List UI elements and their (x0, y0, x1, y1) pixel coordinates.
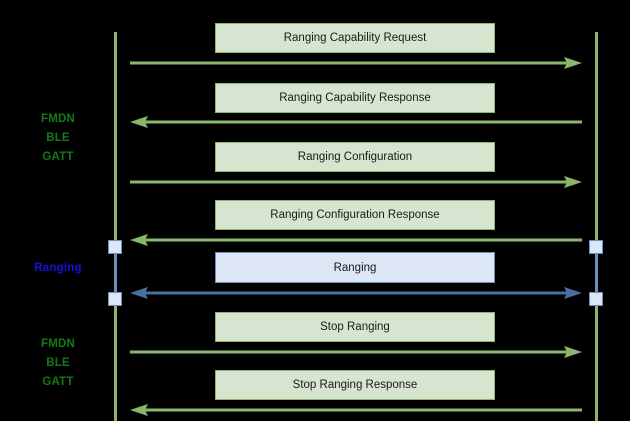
message-box-ranging-capability-response: Ranging Capability Response (215, 83, 495, 113)
left-lifeline-lower (114, 305, 117, 421)
message-box-stop-ranging: Stop Ranging (215, 312, 495, 342)
left-lifeline-ranging (114, 247, 117, 299)
right-activation-start (589, 240, 603, 254)
arrow-ranging-capability-response (130, 114, 582, 130)
message-box-ranging: Ranging (215, 252, 495, 283)
arrow-stop-ranging-response (130, 402, 582, 418)
message-box-ranging-configuration: Ranging Configuration (215, 142, 495, 172)
arrow-ranging-configuration-response (130, 232, 582, 248)
right-activation-end (589, 292, 603, 306)
left-activation-end (108, 292, 122, 306)
message-box-ranging-configuration-response: Ranging Configuration Response (215, 200, 495, 230)
phase-label-ranging: Ranging (34, 262, 82, 274)
arrow-ranging-bidirectional (130, 285, 582, 301)
message-box-ranging-capability-request: Ranging Capability Request (215, 23, 495, 53)
phase-label-fmdn-ble-gatt-top: FMDN BLE GATT (40, 113, 75, 163)
right-lifeline-lower (595, 305, 598, 421)
left-lifeline-upper (114, 32, 117, 241)
right-lifeline-ranging (595, 247, 598, 299)
right-lifeline-upper (595, 32, 598, 241)
message-box-stop-ranging-response: Stop Ranging Response (215, 370, 495, 400)
arrow-ranging-capability-request (130, 55, 582, 71)
arrow-ranging-configuration (130, 174, 582, 190)
phase-label-fmdn-ble-gatt-bottom: FMDN BLE GATT (40, 338, 75, 388)
arrow-stop-ranging (130, 344, 582, 360)
left-activation-start (108, 240, 122, 254)
